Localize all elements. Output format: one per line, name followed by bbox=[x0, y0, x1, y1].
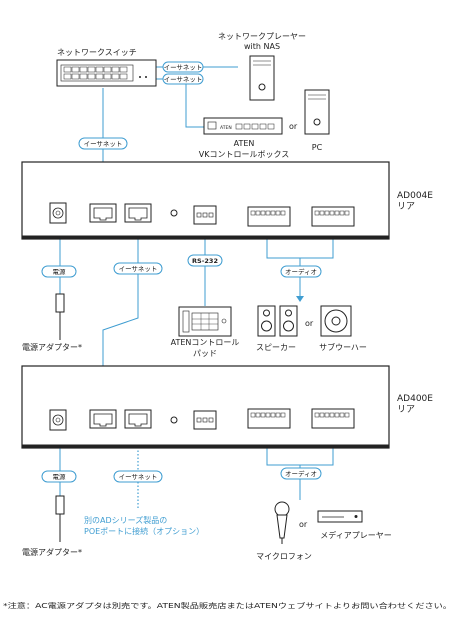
pill-ethernet-label: イーサネット bbox=[164, 76, 203, 84]
rs232-terminal-block bbox=[193, 205, 217, 225]
power-adapter-label: 電源アダプター* bbox=[22, 547, 82, 557]
pill-ethernet-switch-vkbox: イーサネット bbox=[162, 73, 204, 85]
reset-button bbox=[170, 209, 178, 217]
pill-ethernet-label: イーサネット bbox=[119, 265, 158, 273]
vk-box-label: VKコントロールボックス bbox=[199, 150, 289, 159]
or-label-vkbox-pc: or bbox=[289, 122, 298, 131]
power-adapter-icon bbox=[55, 293, 65, 340]
or-label-mic-media: or bbox=[299, 520, 308, 529]
ad400e-rear-panel bbox=[21, 365, 390, 449]
rs232-terminal-block bbox=[193, 410, 217, 430]
control-pad-icon bbox=[178, 306, 232, 337]
nas-tower-icon bbox=[249, 55, 275, 101]
pill-ethernet-optional: イーサネット bbox=[113, 470, 163, 483]
pill-audio-ad400e: オーディオ bbox=[280, 467, 322, 480]
ad004e-model-label: AD004E bbox=[397, 191, 433, 201]
vk-box-brand: ATEN bbox=[234, 139, 255, 148]
footnote-text: *注意：AC電源アダプタは別売です。ATEN製品販売店またはATENウェブサイト… bbox=[3, 601, 452, 610]
pc-label: PC bbox=[312, 143, 323, 152]
speaker-label: スピーカー bbox=[256, 343, 296, 352]
arrow-audio-out bbox=[296, 296, 304, 302]
pill-power-ad004e: 電源 bbox=[41, 265, 77, 278]
dc-power-jack bbox=[49, 202, 67, 224]
pill-power-label: 電源 bbox=[53, 267, 67, 276]
pill-rs232: RS-232 bbox=[187, 254, 223, 267]
pill-power-ad400e: 電源 bbox=[41, 470, 77, 483]
pc-tower-icon bbox=[304, 89, 330, 135]
pill-ethernet-label: イーサネット bbox=[164, 64, 203, 72]
subwoofer-label: サブウーハー bbox=[319, 342, 367, 352]
rj45-port-lan bbox=[89, 203, 117, 223]
control-pad-sublabel: パッド bbox=[193, 349, 217, 358]
media-player-icon bbox=[317, 510, 363, 523]
vk-control-box-icon: ATEN bbox=[203, 117, 283, 135]
rj45-port-poe bbox=[124, 409, 152, 429]
or-label-speaker-subwoofer: or bbox=[305, 319, 314, 328]
pill-ethernet-switch-player: イーサネット bbox=[162, 61, 204, 73]
rj45-port-poe bbox=[124, 203, 152, 223]
network-player-label: ネットワークプレーヤー bbox=[218, 32, 306, 41]
audio-terminal-right bbox=[311, 408, 355, 429]
pill-rs232-label: RS-232 bbox=[192, 257, 218, 265]
control-pad-label: ATENコントロール bbox=[171, 338, 240, 347]
ad004e-side-label: リア bbox=[397, 202, 415, 212]
speaker-icon bbox=[257, 305, 298, 337]
pill-audio-label: オーディオ bbox=[285, 267, 317, 276]
network-player-sublabel: with NAS bbox=[244, 42, 280, 51]
vk-box-logo: ATEN bbox=[220, 125, 232, 131]
network-switch-icon bbox=[56, 59, 157, 87]
audio-terminal-left bbox=[247, 408, 291, 429]
ad400e-side-label: リア bbox=[397, 405, 415, 415]
power-adapter-icon bbox=[55, 495, 65, 542]
power-adapter-label: 電源アダプター* bbox=[22, 342, 82, 352]
microphone-label: マイクロフォン bbox=[256, 552, 312, 561]
pill-ethernet-label: イーサネット bbox=[119, 473, 158, 481]
reset-button bbox=[170, 416, 178, 424]
audio-terminal-right bbox=[311, 206, 355, 227]
pill-ethernet-label: イーサネット bbox=[84, 140, 123, 148]
pill-ethernet-ad004e-out: イーサネット bbox=[113, 262, 163, 275]
poe-note-line1: 別のADシリーズ製品の bbox=[84, 515, 167, 525]
rj45-port-lan bbox=[89, 409, 117, 429]
subwoofer-icon bbox=[320, 305, 352, 337]
dc-power-jack bbox=[49, 409, 67, 431]
ad400e-model-label: AD400E bbox=[397, 394, 433, 404]
audio-terminal-left bbox=[247, 206, 291, 227]
pill-audio-label: オーディオ bbox=[285, 469, 317, 478]
pill-ethernet-switch-ad004e: イーサネット bbox=[78, 137, 128, 150]
poe-note-line2: POEポートに接続（オプション） bbox=[84, 526, 204, 536]
microphone-icon bbox=[274, 501, 290, 544]
cable-switch-to-vkbox bbox=[156, 78, 204, 128]
network-switch-label: ネットワークスイッチ bbox=[57, 48, 137, 57]
media-player-label: メディアプレーヤー bbox=[320, 530, 391, 540]
ad004e-rear-panel bbox=[21, 161, 390, 240]
pill-power-label: 電源 bbox=[53, 472, 67, 481]
pill-audio-ad004e: オーディオ bbox=[280, 265, 322, 278]
